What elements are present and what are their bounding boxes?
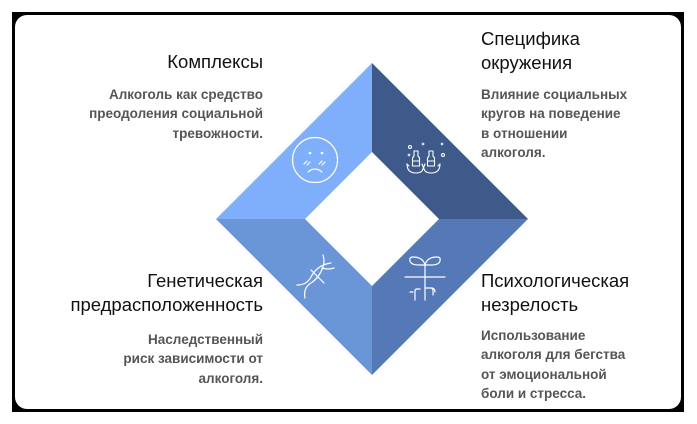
desc-line: риск зависимости от (123, 351, 263, 367)
title-line: предрасположенность (70, 294, 263, 315)
title-line: окружения (481, 52, 573, 73)
segment-top-left (216, 63, 372, 219)
quadrant-top-right-text: Специфика окружения Влияние социальных к… (481, 27, 671, 162)
desc-line: Наследственный (148, 332, 263, 347)
desc-line: кругов на поведение (481, 106, 621, 122)
desc-line: Алкоголь как средство (108, 87, 263, 102)
segment-bottom-left (216, 219, 372, 375)
title-line: Психологическая (481, 270, 630, 291)
title-line: Генетическая (147, 270, 263, 291)
desc-line: тревожности. (172, 125, 263, 141)
quadrant-title: Специфика окружения (481, 27, 671, 75)
title-line: Специфика (481, 28, 580, 49)
desc-line: боли и стресса. (481, 385, 587, 401)
desc-line: алкоголя. (198, 370, 263, 386)
quadrant-description: Влияние социальных кругов на поведение в… (481, 85, 671, 162)
title-line: незрелость (481, 294, 579, 315)
segment-top-right (372, 63, 528, 219)
desc-line: алкоголя для бегства (481, 347, 626, 363)
quadrant-top-left-text: Комплексы Алкоголь как средство преодоле… (23, 50, 263, 143)
quadrant-description: Наследственный риск зависимости от алког… (23, 330, 263, 388)
sprout-roots-icon (404, 256, 446, 301)
desc-line: Использование (481, 328, 586, 343)
quadrant-description: Алкоголь как средство преодоления социал… (23, 85, 263, 143)
quadrant-title: Комплексы (23, 50, 263, 74)
desc-line: в отношении (481, 125, 568, 141)
title-line: Комплексы (167, 51, 263, 72)
sad-face-icon (291, 136, 339, 184)
quadrant-title: Психологическая незрелость (481, 269, 681, 317)
toasting-bottles-icon (406, 142, 446, 174)
desc-line: алкоголя. (481, 144, 546, 160)
quadrant-description: Использование алкоголя для бегства от эм… (481, 326, 681, 403)
desc-line: преодоления социальной (89, 106, 263, 122)
desc-line: от эмоциональной (481, 366, 607, 382)
quadrant-bottom-left-text: Генетическая предрасположенность Наследс… (23, 269, 263, 388)
quadrant-title: Генетическая предрасположенность (23, 269, 263, 317)
dna-helix-icon (296, 254, 335, 299)
desc-line: Влияние социальных (481, 87, 628, 102)
quadrant-bottom-right-text: Психологическая незрелость Использование… (481, 269, 681, 403)
